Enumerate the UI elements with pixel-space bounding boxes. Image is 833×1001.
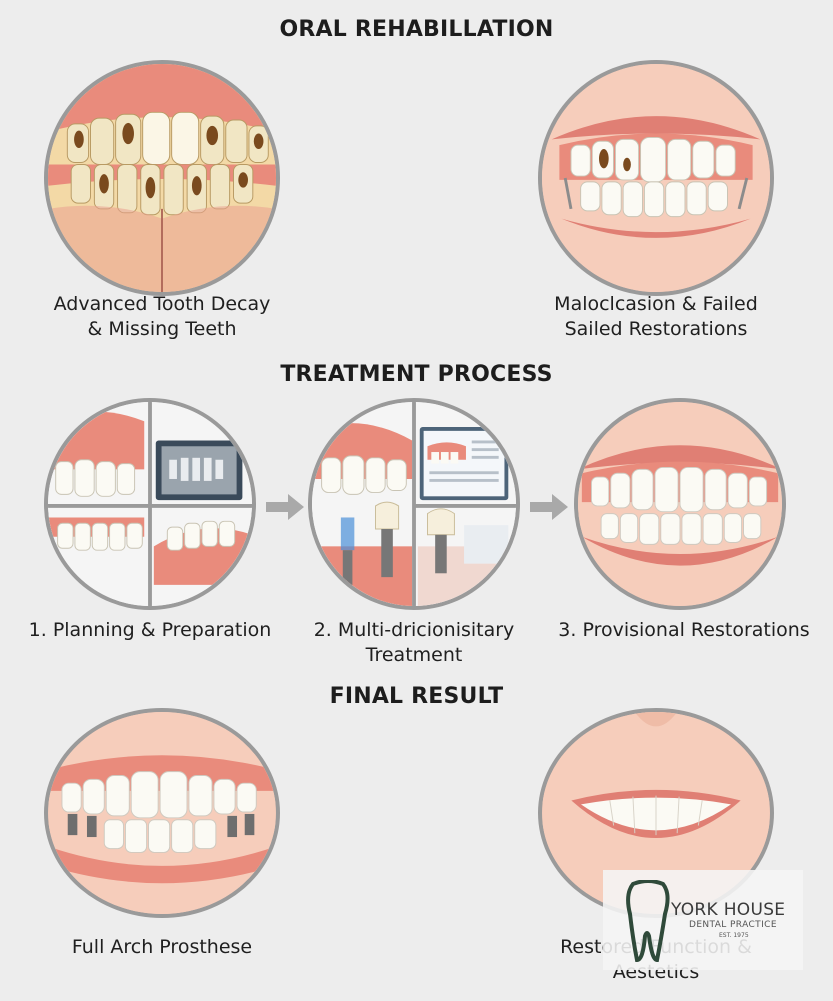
caption-full-arch: Full Arch Prosthese [71,936,253,958]
malocclusion-illustration [538,60,774,296]
section-title-oral-rehab: ORAL REHABILLATION [279,17,554,42]
decayed-teeth-illustration [44,60,280,296]
caption-step-1: 1. Planning & Preparation [28,619,272,641]
arrow-right-icon [266,494,304,520]
section-title-treatment: TREATMENT PROCESS [280,362,553,387]
implant-treatment-illustration [308,398,520,610]
tooth-logo-icon [626,880,670,963]
arrow-right-icon [530,494,568,520]
planning-illustration [44,398,256,610]
logo-est: EST. 1975 [719,932,749,939]
section-title-final: FINAL RESULT [329,684,504,709]
logo-subtitle: DENTAL PRACTICE [689,920,777,930]
caption-step-3: 3. Provisional Restorations [558,619,810,641]
caption-decay: Advanced Tooth Decay& Missing Teeth [53,293,271,340]
provisional-restoration-illustration [574,398,786,610]
full-arch-prosthesis-illustration [44,708,280,918]
york-house-logo: YORK HOUSE DENTAL PRACTICE EST. 1975 [603,870,803,970]
logo-name: YORK HOUSE [671,900,786,920]
